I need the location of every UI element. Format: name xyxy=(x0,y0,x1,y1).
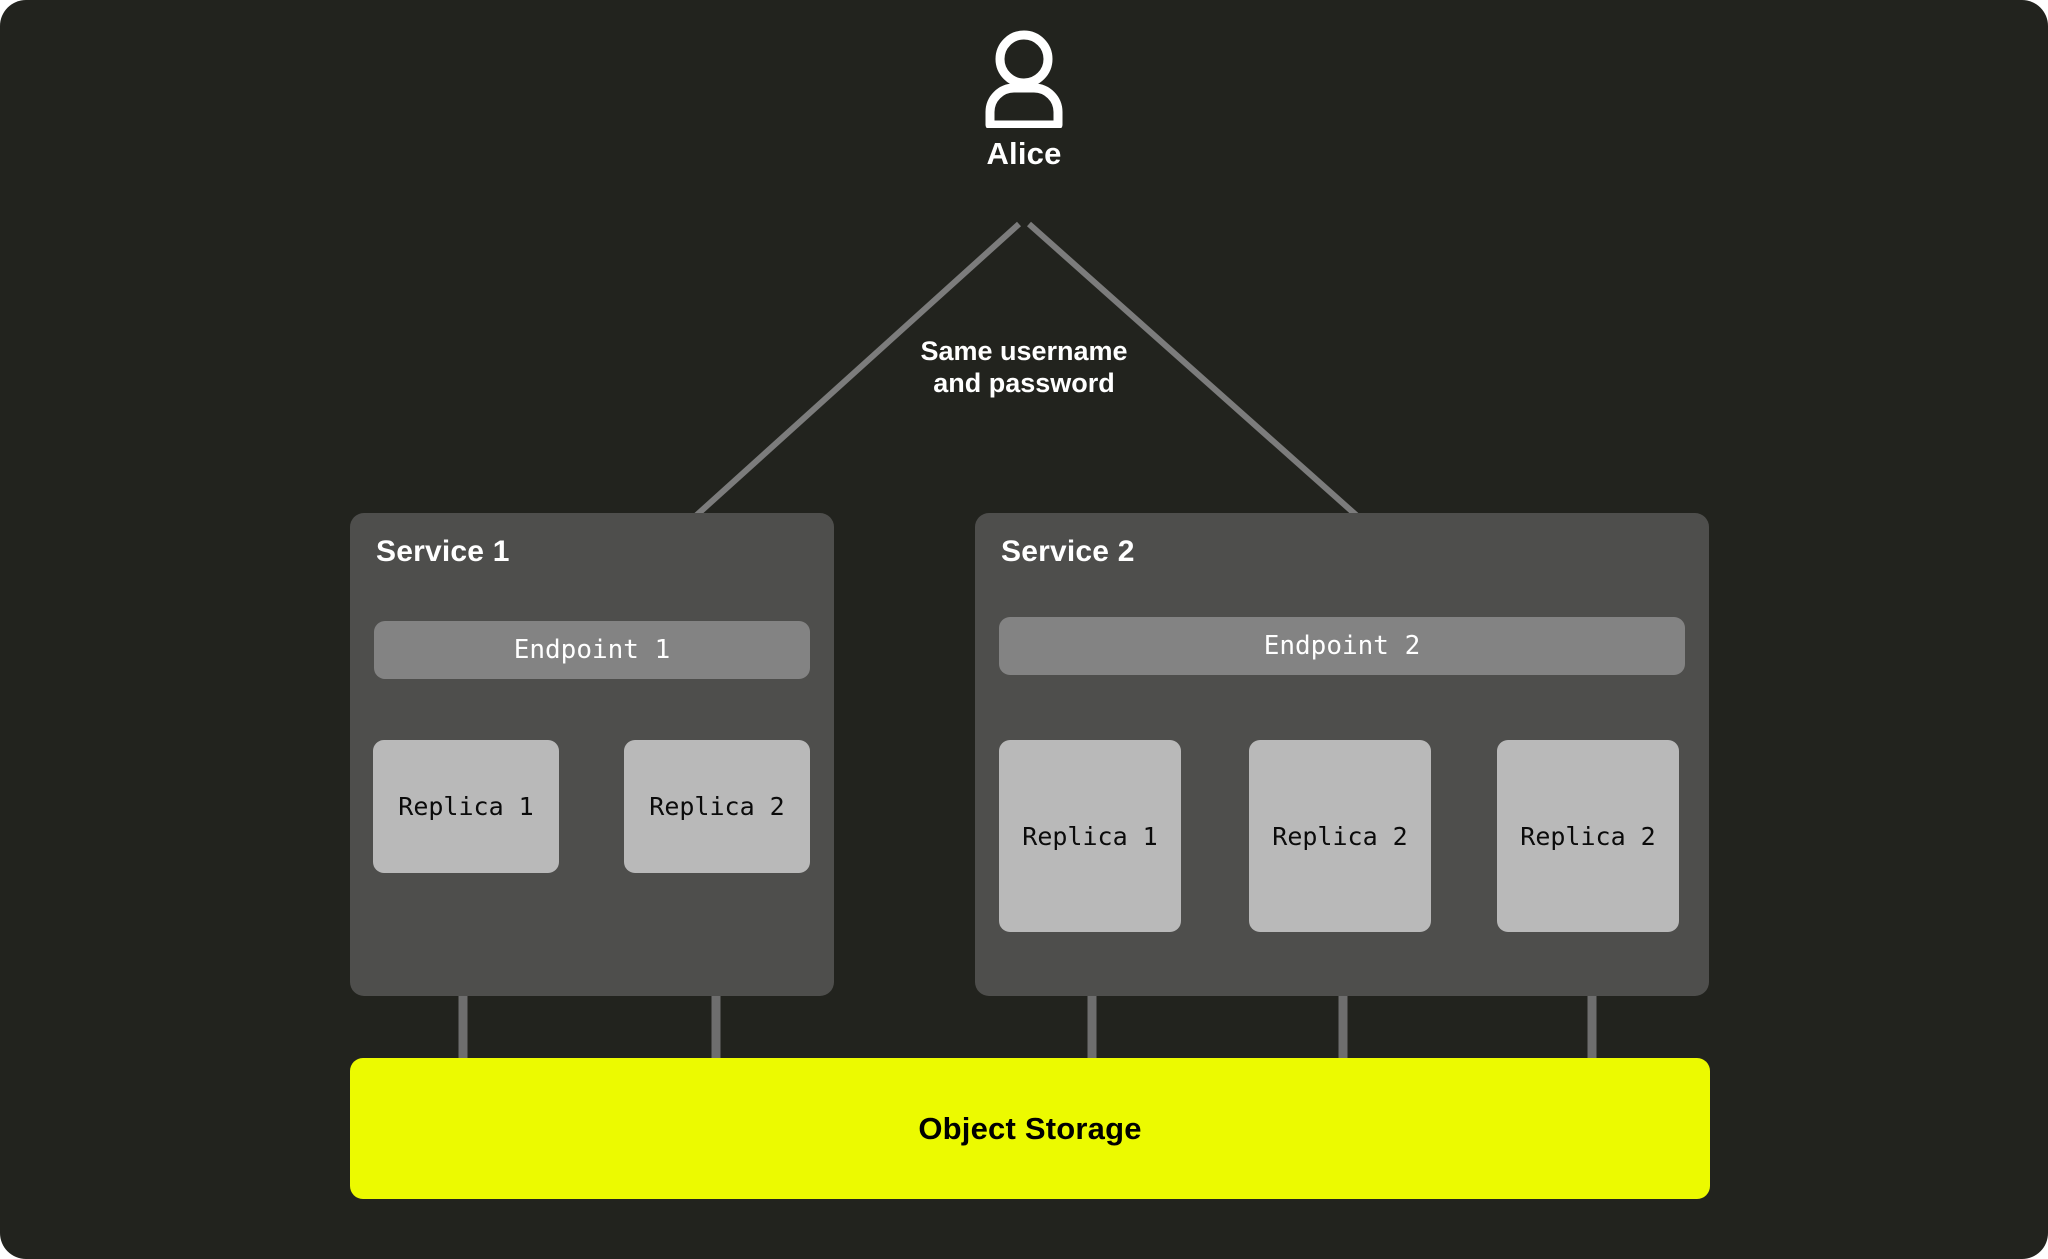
service-1-container[interactable]: Service 1 Endpoint 1 Replica 1 Replica 2 xyxy=(350,513,834,996)
service-1-endpoint[interactable]: Endpoint 1 xyxy=(374,621,810,679)
object-storage-node[interactable]: Object Storage xyxy=(350,1058,1710,1199)
service-1-replica-2[interactable]: Replica 2 xyxy=(624,740,810,873)
user-icon xyxy=(985,30,1063,128)
trust-note-line-1: Same username xyxy=(920,336,1128,366)
actor-label: Alice xyxy=(986,136,1062,171)
service-2-replica-1[interactable]: Replica 1 xyxy=(999,740,1181,932)
service-2-container[interactable]: Service 2 Endpoint 2 Replica 1 Replica 2… xyxy=(975,513,1709,996)
service-2-replica-2[interactable]: Replica 2 xyxy=(1249,740,1431,932)
actor-alice: Alice xyxy=(0,28,2048,172)
object-storage-label: Object Storage xyxy=(918,1110,1142,1146)
service-2-endpoint[interactable]: Endpoint 2 xyxy=(999,617,1685,675)
trust-note: Same username and password xyxy=(814,336,1234,400)
service-1-title: Service 1 xyxy=(376,535,510,568)
service-2-title: Service 2 xyxy=(1001,535,1135,568)
service-1-replica-1[interactable]: Replica 1 xyxy=(373,740,559,873)
trust-note-line-2: and password xyxy=(933,367,1115,398)
service-2-replica-3[interactable]: Replica 2 xyxy=(1497,740,1679,932)
